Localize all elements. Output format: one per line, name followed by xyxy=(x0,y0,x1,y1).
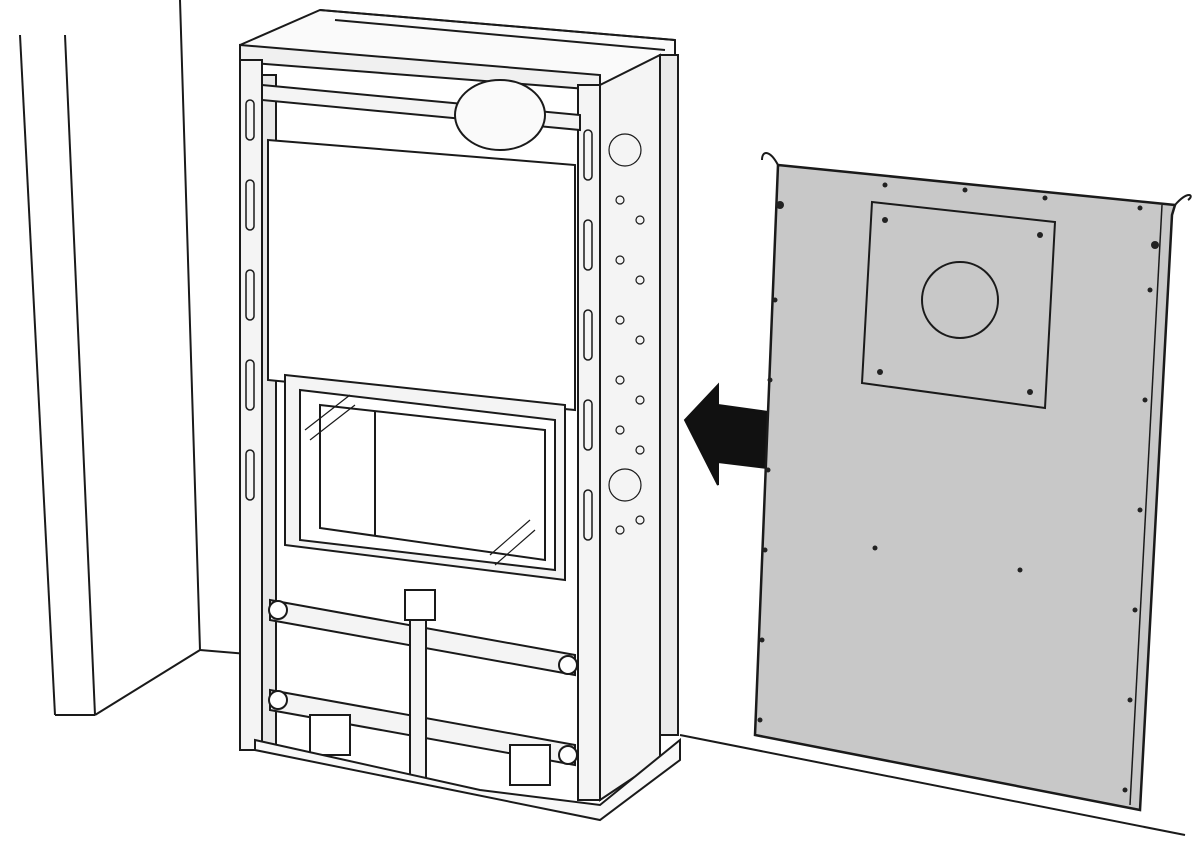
back-panel xyxy=(753,152,1192,812)
fireplace-frame xyxy=(239,8,681,822)
wall-pillar xyxy=(19,0,201,716)
